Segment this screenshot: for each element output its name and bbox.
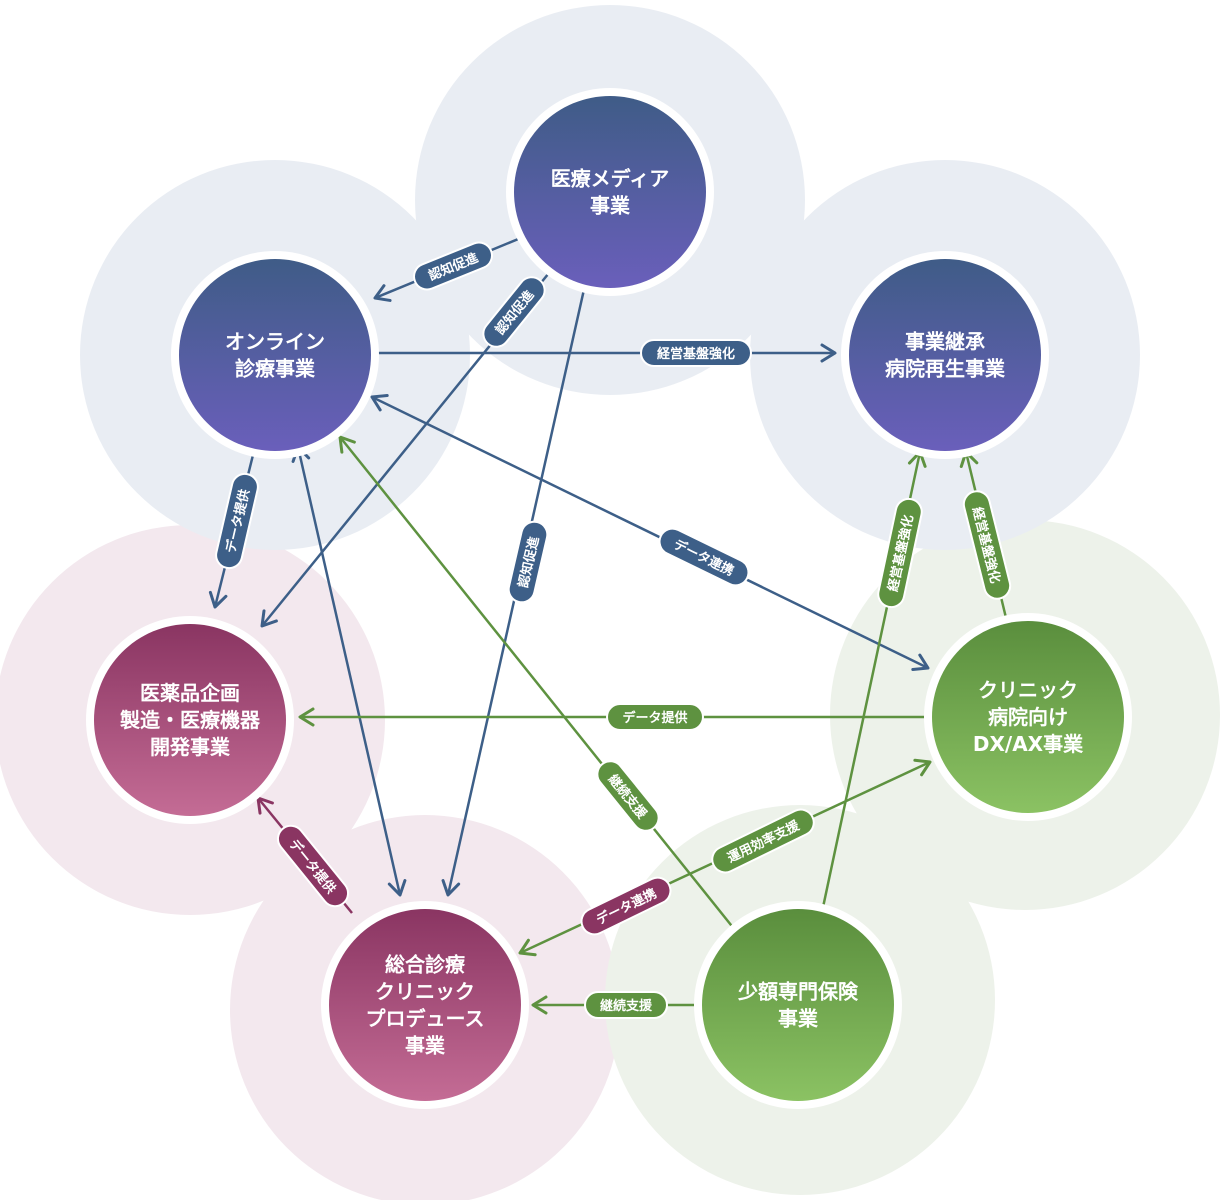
arrow-head [531, 995, 548, 1015]
arrow-head [913, 758, 932, 777]
connection-line [339, 436, 736, 931]
arrow-head [911, 653, 930, 671]
pill-background [584, 991, 668, 1019]
pill-background [482, 276, 546, 348]
node-label-line: 事業 [405, 1034, 446, 1058]
connection-label-pill: 継続支援 [596, 760, 660, 832]
node-label-line: 事業継承 [905, 330, 985, 354]
connection-label-pill: データ提供 [606, 703, 704, 731]
arrow-head [298, 707, 315, 727]
node-label-line: 少額専門保険 [737, 980, 859, 1004]
node-circle [94, 624, 286, 816]
pill-background [596, 760, 660, 832]
arrow-head [260, 609, 278, 628]
connection-label-pill: 経営基盤強化 [640, 339, 752, 367]
arrow-head [518, 938, 537, 957]
pill-background [413, 241, 493, 291]
node-label-line: 開発事業 [150, 735, 231, 759]
connection-labels-layer: 認知促進認知促進認知促進経営基盤強化データ提供データ連携データ提供データ提供経営… [215, 241, 1012, 1019]
pill-background [606, 703, 704, 731]
node-label-line: 病院再生事業 [885, 357, 1006, 381]
arrow-head [820, 343, 837, 363]
pill-label: 経営基盤強化 [657, 346, 735, 362]
node-label-line: 事業 [590, 194, 631, 218]
arrow-head [373, 284, 392, 302]
connection-label-pill: 継続支援 [584, 991, 668, 1019]
node-label-line: クリニック [375, 980, 475, 1004]
node-label-line: 診療事業 [235, 357, 316, 381]
arrow-head [208, 590, 228, 609]
node-circle [702, 909, 894, 1101]
edge-online-to-succession [372, 343, 837, 363]
pill-label: 継続支援 [600, 998, 653, 1014]
pill-background [640, 339, 752, 367]
pill-background [276, 824, 350, 908]
pill-background [580, 876, 672, 936]
node-label-line: プロデュース [366, 1007, 485, 1031]
node-circle [932, 621, 1124, 813]
pill-label: データ提供 [622, 710, 687, 726]
connection-label-pill: データ連携 [658, 527, 750, 587]
node-label-line: 医療メディア [551, 167, 670, 191]
pill-background [877, 497, 923, 609]
arrow-head [441, 879, 461, 897]
arrow-head [387, 879, 407, 897]
connection-line [296, 446, 402, 896]
connection-line [371, 395, 929, 670]
edge-online-dx-link [370, 394, 930, 671]
connection-label-pill: 経営基盤強化 [962, 490, 1012, 600]
connection-label-pill: データ連携 [580, 876, 672, 936]
edge-insurance-to-online [338, 435, 736, 931]
node-label-line: クリニック [978, 678, 1078, 702]
arrow-head [370, 394, 389, 412]
node-label-line: DX/AX事業 [973, 732, 1084, 756]
pill-background [507, 520, 549, 604]
node-circle [329, 909, 521, 1101]
pill-background [962, 490, 1012, 600]
pill-background [658, 527, 750, 587]
node-circle [179, 259, 371, 451]
node-circle [514, 96, 706, 288]
arrow-head [338, 435, 356, 454]
connection-label-pill: 認知促進 [507, 520, 549, 604]
node-label-line: 製造・医療機器 [120, 708, 261, 732]
node-label-line: 総合診療 [385, 953, 465, 977]
node-label-line: 事業 [778, 1007, 819, 1031]
node-label-line: 病院向け [988, 705, 1068, 729]
pill-background [711, 808, 815, 874]
node-label-line: オンライン [225, 330, 325, 354]
node-circle [849, 259, 1041, 451]
business-nodes-layer: 医療メディア事業オンライン診療事業事業継承病院再生事業医薬品企画製造・医療機器開… [86, 88, 1132, 1109]
node-label-line: 医薬品企画 [140, 681, 240, 705]
